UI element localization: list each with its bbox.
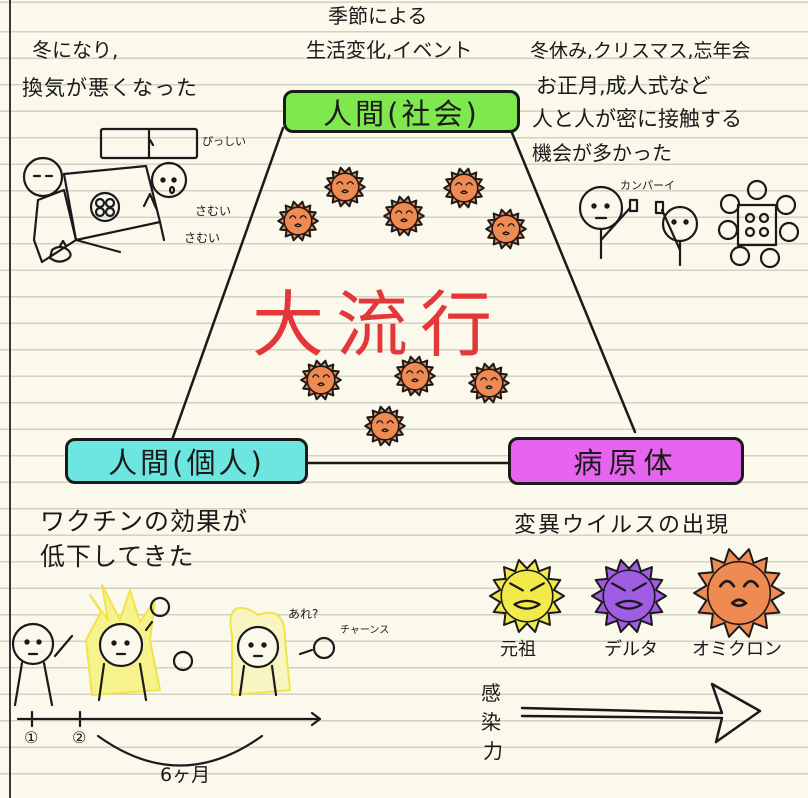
timeline-mark-1: ① — [24, 728, 39, 747]
trapezoid-diagram — [170, 126, 637, 465]
note-top-right-line1: 冬休み,クリスマス,忘年会 — [530, 40, 751, 62]
variant-label-original: 元祖 — [500, 639, 536, 660]
sound-samui-1: さむい — [195, 204, 232, 218]
variant-label-delta: デルタ — [604, 639, 658, 660]
kotatsu-scene-drawing — [22, 127, 199, 264]
vaccine-scene-drawing — [11, 584, 336, 707]
timeline-mark-2: ② — [72, 728, 87, 747]
omicron-virus-icon — [394, 355, 436, 397]
note-bottom-left-line1: ワクチンの効果が — [40, 507, 249, 536]
omicron-virus-icon — [277, 200, 319, 242]
delta-virus-icon — [591, 559, 667, 633]
variant-label-omicron: オミクロン — [692, 639, 782, 660]
omicron-virus-icon — [364, 405, 406, 447]
pathogen-box: 病原体 — [508, 437, 744, 485]
original-virus-icon — [489, 559, 565, 633]
infectivity-label-1: 感 — [481, 681, 501, 705]
infectivity-arrow — [520, 682, 762, 744]
omicron-virus-icon — [485, 208, 527, 250]
timeline-span-label: 6ヶ月 — [160, 764, 211, 786]
note-top-right-line2: お正月,成人式など — [536, 74, 711, 98]
omicron-virus-icon — [468, 362, 510, 404]
central-title: 大流行 — [252, 283, 505, 367]
omicron-virus-icon — [324, 166, 366, 208]
sound-are: あれ? — [288, 607, 319, 621]
infectivity-label-3: 力 — [483, 739, 503, 763]
omicron-virus-icon — [693, 548, 785, 638]
note-top-right-line3: 人と人が密に接触する — [532, 107, 742, 131]
variant-section-title: 変異ウイルスの出現 — [514, 513, 731, 538]
note-top-center-line2: 生活変化,イベント — [306, 38, 473, 62]
infectivity-label-2: 染 — [481, 710, 501, 734]
sound-samui-2: さむい — [184, 231, 221, 245]
sound-pishi: ぴっしい — [202, 135, 246, 148]
sound-kanpai: カンパーイ — [620, 179, 675, 192]
note-top-right-line4: 機会が多かった — [532, 141, 672, 165]
note-top-center-line1: 季節による — [328, 4, 428, 28]
sound-chance: チャーンス — [340, 625, 390, 636]
omicron-virus-icon — [443, 167, 485, 209]
party-scene-drawing — [578, 179, 800, 269]
timeline-axis — [16, 710, 322, 767]
omicron-virus-icon — [383, 195, 425, 237]
individual-box: 人間(個人) — [65, 438, 308, 484]
note-bottom-left-line2: 低下してきた — [40, 542, 195, 571]
society-box: 人間(社会) — [283, 90, 520, 133]
note-top-left-line1: 冬になり, — [32, 38, 119, 62]
margin-line — [9, 0, 11, 798]
omicron-virus-icon — [300, 359, 342, 401]
note-top-left-line2: 換気が悪くなった — [22, 76, 198, 100]
